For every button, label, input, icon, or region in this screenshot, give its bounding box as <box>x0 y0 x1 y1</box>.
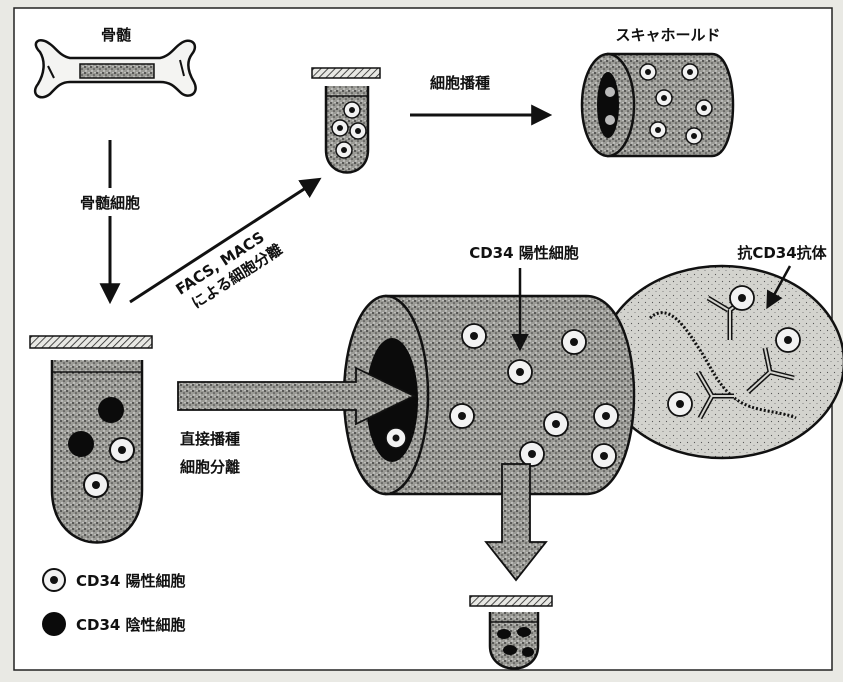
positive-cell <box>84 473 108 497</box>
cell-separation-label: 細胞分離 <box>180 458 240 476</box>
cell-seeding-label: 細胞播種 <box>430 74 490 92</box>
negative-cell <box>68 431 94 457</box>
legend-negative-symbol <box>42 612 66 636</box>
legend-positive-label: CD34 陽性細胞 <box>76 572 186 590</box>
small-scaffold <box>582 54 733 156</box>
legend-positive-symbol <box>43 569 65 591</box>
anti-cd34-antibody-label: 抗CD34抗体 <box>737 244 827 262</box>
bone-marrow-cells-label: 骨髄細胞 <box>80 194 140 212</box>
legend-negative-label: CD34 陰性細胞 <box>76 616 186 634</box>
scaffold-label: スキャホールド <box>615 26 720 44</box>
cd34-positive-cells-label: CD34 陽性細胞 <box>469 244 579 262</box>
bone-marrow-label: 骨髄 <box>101 26 132 44</box>
negative-cell <box>98 397 124 423</box>
positive-cell <box>110 438 134 462</box>
direct-seeding-label: 直接播種 <box>180 430 240 448</box>
